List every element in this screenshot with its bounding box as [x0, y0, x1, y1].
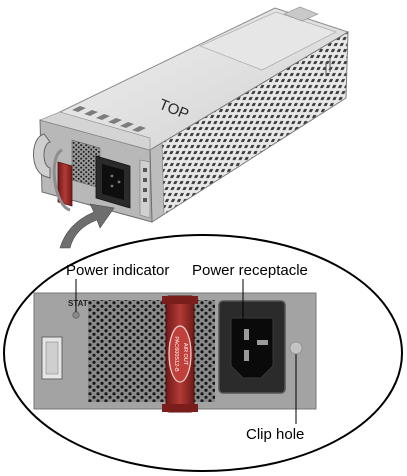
- latch-badge: [168, 325, 192, 383]
- receptacle-socket: [230, 317, 274, 379]
- front-latch-ring: [52, 148, 71, 212]
- front-top-vents: [72, 106, 146, 132]
- latch-text-line-2: PAC600S12-B: [173, 336, 179, 372]
- callout-clip-hole: Clip hole: [246, 426, 305, 443]
- unit-front-rim: [39, 111, 151, 151]
- receptacle-pin-ground: [257, 340, 268, 345]
- callout-power-receptacle: Power receptacle: [192, 262, 308, 279]
- front-red-latch: [57, 161, 73, 207]
- clip-hole: [289, 341, 303, 355]
- latch-bar-top: [162, 296, 198, 304]
- stat-label: STAT: [68, 299, 88, 308]
- latch-bar-bottom: [162, 404, 198, 412]
- receptacle-pin-left: [244, 329, 249, 340]
- unit-notch: [283, 6, 319, 22]
- front-socket-pin: [110, 174, 114, 178]
- panel-handle-inner: [45, 341, 59, 375]
- callout-power-indicator: Power indicator: [66, 262, 170, 279]
- front-handle: [33, 133, 51, 179]
- unit-top-plate: [198, 11, 338, 71]
- zoom-arrow: [59, 203, 115, 249]
- front-socket-pin: [110, 184, 114, 188]
- power-indicator-led: [72, 311, 80, 319]
- front-socket-pin: [117, 180, 121, 184]
- receptacle-pin-right: [244, 350, 249, 361]
- psu-unit-3d: TOP: [33, 6, 350, 223]
- panel-vent-mesh: [88, 300, 215, 402]
- front-panel-detail: STAT AIR OUT PAC600S12-B: [33, 292, 317, 413]
- front-strip-holes: [143, 168, 147, 202]
- front-socket-inner: [102, 164, 124, 200]
- latch-badge-text: AIR OUT PAC600S12-B: [173, 336, 188, 372]
- latch-text-line-1: AIR OUT: [182, 343, 188, 366]
